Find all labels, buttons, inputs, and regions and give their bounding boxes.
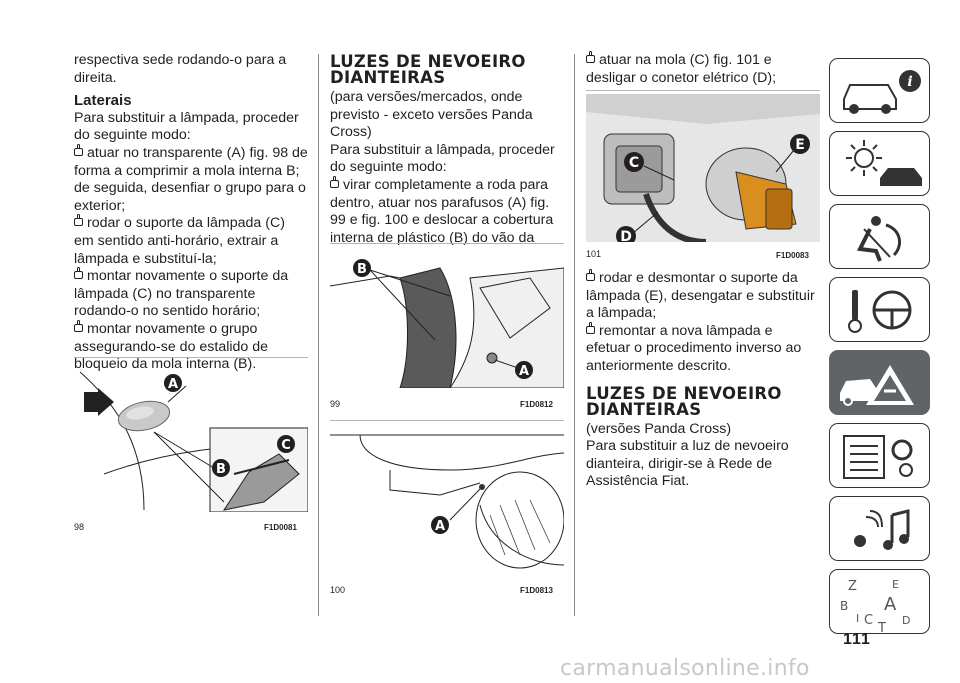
section-text: Para substituir a lâmpada, proceder do s… <box>330 141 555 176</box>
figure-100-code: F1D0813 <box>520 586 553 595</box>
figure-100: A 100 F1D0813 <box>330 425 564 595</box>
airbag-icon <box>856 216 902 262</box>
section-heading: LUZES DE NEVOEIRO DIANTEIRAS <box>586 383 782 419</box>
svg-text:D: D <box>902 614 910 627</box>
svg-text:E: E <box>795 137 805 153</box>
index-letters-icon: Z E B A C T D I <box>840 578 910 635</box>
bullet-item: atuar na mola (C) fig. 101 e desligar o … <box>586 51 777 86</box>
warning-triangle-car-icon <box>840 365 914 406</box>
figure-99-number: 99 <box>330 399 341 409</box>
svg-text:E: E <box>892 578 899 591</box>
tab-maintenance[interactable] <box>829 423 930 488</box>
laterais-text: Para substituir a lâmpada, proceder do s… <box>74 109 299 144</box>
section-sub: (para versões/mercados, onde previsto - … <box>330 89 533 141</box>
tab-lights[interactable] <box>829 131 930 196</box>
section-heading: LUZES DE NEVOEIRO DIANTEIRAS <box>330 52 526 87</box>
figure-rule <box>74 357 308 358</box>
tab-multimedia[interactable] <box>829 496 930 561</box>
column-3: atuar na mola (C) fig. 101 e desligar o … <box>586 51 820 87</box>
bulb-bullet-icon <box>74 214 83 227</box>
svg-text:T: T <box>877 621 886 635</box>
page-number: 111 <box>843 631 871 648</box>
svg-text:A: A <box>435 519 445 534</box>
section-text: Para substituir a luz de nevoeiro diante… <box>586 438 789 490</box>
svg-text:A: A <box>519 364 529 379</box>
column-divider <box>318 54 319 616</box>
figure-99-code: F1D0812 <box>520 400 553 409</box>
bulb-bullet-icon <box>586 269 595 281</box>
bullet-item: rodar e desmontar o suporte da lâmpada (… <box>586 269 815 322</box>
figure-98: A B C 98 F1D0081 <box>74 362 308 532</box>
tab-starting-driving[interactable] <box>829 277 930 342</box>
figure-101-code: F1D0083 <box>776 251 809 260</box>
svg-text:C: C <box>281 438 291 453</box>
figure-101-number: 101 <box>586 249 602 259</box>
figure-rule <box>330 420 564 421</box>
svg-text:A: A <box>168 377 178 392</box>
figure-98-number: 98 <box>74 522 85 532</box>
bulb-bullet-icon <box>330 175 339 188</box>
figure-101: C D E 101 F1D0083 <box>586 94 820 260</box>
bulb-bullet-icon <box>74 143 83 156</box>
svg-text:i: i <box>907 74 912 90</box>
section-sub: (versões Panda Cross) <box>586 420 732 437</box>
tab-car-info[interactable]: i <box>829 58 930 123</box>
bullet-item: montar novamente o grupo assegurando-se … <box>74 319 269 373</box>
svg-text:C: C <box>629 155 639 171</box>
bullet-item: montar novamente o suporte da lâmpada (C… <box>74 267 289 320</box>
figure-101-illustration: C D E <box>586 94 820 242</box>
bulb-bullet-icon <box>74 267 83 280</box>
svg-text:D: D <box>620 229 632 242</box>
svg-text:A: A <box>884 594 897 615</box>
tab-airbag[interactable] <box>829 204 930 269</box>
bullet-item: remontar a nova lâmpada e efetuar o proc… <box>586 321 802 374</box>
bullet-item: atuar no transparente (A) fig. 98 de for… <box>74 143 308 214</box>
svg-text:B: B <box>840 599 848 613</box>
tab-index[interactable]: Z E B A C T D I <box>829 569 930 635</box>
car-info-icon: i <box>843 70 921 114</box>
svg-text:Z: Z <box>848 579 857 594</box>
column-divider <box>574 54 575 616</box>
bullet-item: rodar o suporte da lâmpada (C) em sentid… <box>74 214 285 267</box>
intro-text: respectiva sede rodando-o para a direita… <box>74 52 287 86</box>
maintenance-list-icon <box>843 435 913 479</box>
lights-icon <box>846 140 922 186</box>
figure-100-illustration: A <box>330 434 564 569</box>
music-phone-icon <box>854 509 910 550</box>
tab-emergency[interactable] <box>829 350 930 415</box>
heading-laterais: Laterais <box>74 92 132 110</box>
figure-99: B A 99 F1D0812 <box>330 248 564 409</box>
bulb-bullet-icon <box>74 319 83 332</box>
column-1: respectiva sede rodando-o para a direita… <box>74 52 308 374</box>
svg-text:I: I <box>856 612 859 625</box>
figure-99-illustration: B A <box>330 248 564 388</box>
svg-text:B: B <box>357 262 367 277</box>
bulb-bullet-icon <box>586 51 595 63</box>
figure-rule <box>330 243 564 244</box>
svg-text:C: C <box>864 613 873 628</box>
svg-text:B: B <box>216 462 226 477</box>
steering-wheel-key-icon <box>848 290 912 333</box>
figure-98-code: F1D0081 <box>264 523 297 532</box>
figure-100-number: 100 <box>330 585 346 595</box>
bulb-bullet-icon <box>586 321 595 334</box>
watermark: carmanualsonline.info <box>560 656 810 681</box>
figure-rule <box>586 90 820 91</box>
column-3-lower: rodar e desmontar o suporte da lâmpada (… <box>586 269 820 491</box>
figure-98-illustration: A B C <box>79 371 308 512</box>
